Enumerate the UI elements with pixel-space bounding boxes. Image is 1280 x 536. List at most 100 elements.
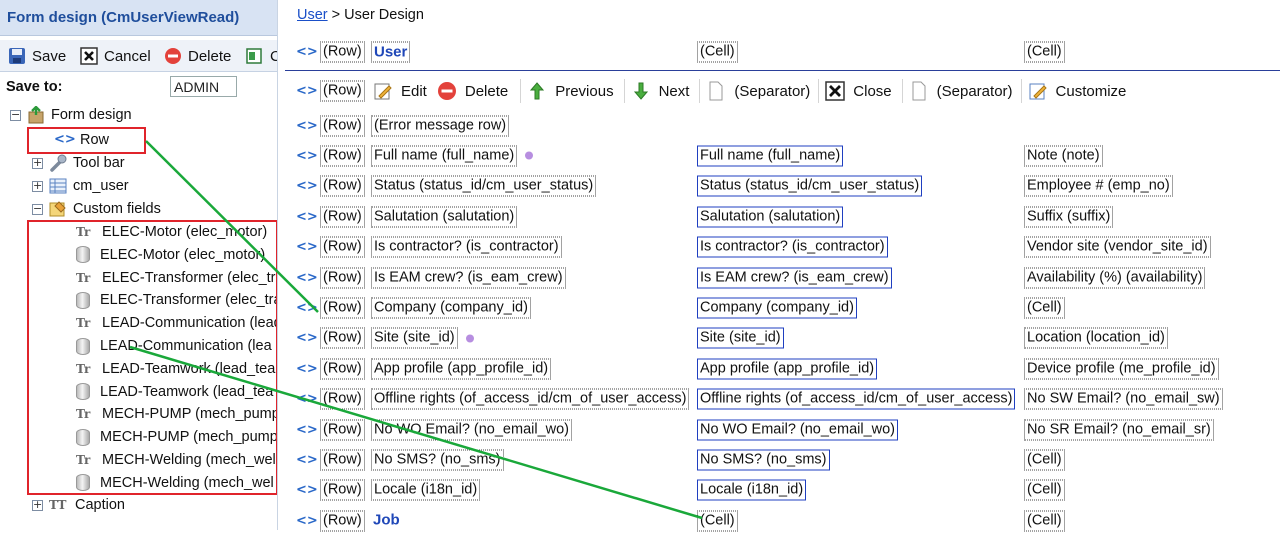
- code-brackets-icon[interactable]: <>: [296, 513, 318, 529]
- code-brackets-icon[interactable]: <>: [296, 330, 318, 346]
- breadcrumb-link-user[interactable]: User: [297, 7, 328, 23]
- field-cell-input[interactable]: Locale (i18n_id): [697, 479, 807, 501]
- design-row[interactable]: <>(Row) Site (site_id) Site (site_id) Locat…: [285, 323, 1280, 353]
- field-cell-third[interactable]: (Cell): [1024, 449, 1065, 471]
- collapse-icon[interactable]: −: [10, 107, 21, 121]
- row-tag[interactable]: (Row): [320, 419, 365, 441]
- field-cell-input[interactable]: App profile (app_profile_id): [697, 358, 878, 380]
- field-cell-label[interactable]: App profile (app_profile_id): [371, 358, 552, 380]
- field-cell-label[interactable]: Full name (full_name): [371, 145, 518, 167]
- row-tag[interactable]: (Row): [320, 327, 365, 349]
- field-cell-input[interactable]: Status (status_id/cm_user_status): [697, 175, 923, 197]
- code-brackets-icon[interactable]: <>: [296, 300, 318, 316]
- design-row[interactable]: <>(Row)Is EAM crew? (is_eam_crew)Is EAM …: [285, 263, 1280, 293]
- row-tag[interactable]: (Row): [320, 115, 365, 137]
- design-row-job[interactable]: <> (Row) Job (Cell) (Cell): [285, 506, 1280, 536]
- design-row[interactable]: <>(Row) Status (status_id/cm_user_status)…: [285, 171, 1280, 201]
- more-button[interactable]: C: [246, 44, 277, 68]
- tree-node-caption[interactable]: + TT Caption: [32, 494, 125, 516]
- tree-node-cm-user[interactable]: + cm_user: [32, 175, 129, 197]
- row-tag[interactable]: (Row): [320, 510, 365, 532]
- row-tag[interactable]: (Row): [320, 145, 365, 167]
- field-cell-input[interactable]: Site (site_id): [697, 327, 784, 349]
- code-brackets-icon[interactable]: <>: [296, 178, 318, 194]
- code-brackets-icon[interactable]: <>: [296, 118, 318, 134]
- code-brackets-icon[interactable]: <>: [296, 209, 318, 225]
- toolbar-next[interactable]: Next: [623, 79, 700, 103]
- field-cell-third[interactable]: Location (location_id): [1024, 327, 1168, 349]
- field-cell-third[interactable]: (Cell): [1024, 479, 1065, 501]
- field-cell-third[interactable]: Note (note): [1024, 145, 1103, 167]
- toolbar-edit[interactable]: Edit: [373, 79, 437, 103]
- field-cell-label[interactable]: Is contractor? (is_contractor): [371, 236, 562, 258]
- field-cell-label[interactable]: Site (site_id): [371, 327, 458, 349]
- field-cell-label[interactable]: Company (company_id): [371, 297, 531, 319]
- field-cell-label[interactable]: No WO Email? (no_email_wo): [371, 419, 573, 441]
- field-cell-third[interactable]: Employee # (emp_no): [1024, 175, 1173, 197]
- collapse-icon[interactable]: −: [32, 201, 43, 215]
- design-row[interactable]: <>(Row)Is contractor? (is_contractor)Is …: [285, 232, 1280, 262]
- design-row-header[interactable]: <> (Row) User (Cell) (Cell): [285, 37, 1280, 67]
- code-brackets-icon[interactable]: <>: [296, 270, 318, 286]
- cell-placeholder[interactable]: (Cell): [1024, 510, 1065, 532]
- row-tag[interactable]: (Row): [320, 479, 365, 501]
- toolbar-delete[interactable]: Delete: [437, 79, 520, 103]
- design-row[interactable]: <>(Row)Company (company_id)Company (comp…: [285, 293, 1280, 323]
- save-to-field[interactable]: [170, 76, 237, 97]
- field-cell-input[interactable]: Is EAM crew? (is_eam_crew): [697, 267, 892, 289]
- design-row-error-message[interactable]: <> (Row) (Error message row): [285, 111, 1280, 141]
- toolbar-customize[interactable]: Customize: [1020, 79, 1126, 103]
- field-cell-input[interactable]: Salutation (salutation): [697, 206, 844, 228]
- tree-node-form-design[interactable]: − Form design: [10, 104, 132, 126]
- row-tag[interactable]: (Row): [320, 80, 365, 102]
- expand-icon[interactable]: +: [32, 155, 43, 169]
- field-cell-label[interactable]: Offline rights (of_access_id/cm_of_user_…: [371, 388, 690, 410]
- row-tag[interactable]: (Row): [320, 449, 365, 471]
- field-cell-third[interactable]: No SR Email? (no_email_sr): [1024, 419, 1214, 441]
- cancel-button[interactable]: Cancel: [80, 44, 151, 68]
- code-brackets-icon[interactable]: <>: [296, 83, 318, 99]
- row-tag[interactable]: (Row): [320, 41, 365, 63]
- expand-icon[interactable]: +: [32, 497, 43, 511]
- save-button[interactable]: Save: [8, 44, 66, 68]
- field-cell-third[interactable]: Vendor site (vendor_site_id): [1024, 236, 1211, 258]
- design-row[interactable]: <>(Row) Salutation (salutation) Salutation…: [285, 202, 1280, 232]
- design-row-toolbar[interactable]: <> (Row) Edit Delete Previous Next (Sepa…: [285, 76, 1280, 106]
- row-tag[interactable]: (Row): [320, 236, 365, 258]
- row-tag[interactable]: (Row): [320, 358, 365, 380]
- design-row[interactable]: <>(Row)Full name (full_name)Full name (f…: [285, 141, 1280, 171]
- field-cell-label[interactable]: Is EAM crew? (is_eam_crew): [371, 267, 566, 289]
- toolbar-close[interactable]: Close: [818, 79, 901, 103]
- field-cell-third[interactable]: Device profile (me_profile_id): [1024, 358, 1219, 380]
- code-brackets-icon[interactable]: <>: [296, 452, 318, 468]
- field-cell-third[interactable]: No SW Email? (no_email_sw): [1024, 388, 1223, 410]
- code-brackets-icon[interactable]: <>: [296, 361, 318, 377]
- code-brackets-icon[interactable]: <>: [296, 44, 318, 60]
- field-cell-input[interactable]: Is contractor? (is_contractor): [697, 236, 888, 258]
- cell-placeholder[interactable]: (Cell): [697, 41, 738, 63]
- code-brackets-icon[interactable]: <>: [296, 422, 318, 438]
- tree-node-custom-fields[interactable]: − Custom fields: [32, 198, 161, 220]
- toolbar-separator[interactable]: (Separator): [901, 79, 1021, 103]
- field-cell-input[interactable]: Offline rights (of_access_id/cm_of_user_…: [697, 388, 1016, 410]
- section-title-user[interactable]: User: [371, 41, 411, 63]
- row-tag[interactable]: (Row): [320, 175, 365, 197]
- code-brackets-icon[interactable]: <>: [296, 391, 318, 407]
- code-brackets-icon[interactable]: <>: [296, 148, 318, 164]
- row-tag[interactable]: (Row): [320, 388, 365, 410]
- field-cell-input[interactable]: No SMS? (no_sms): [697, 449, 830, 471]
- error-message-cell[interactable]: (Error message row): [371, 115, 510, 137]
- field-cell-third[interactable]: Suffix (suffix): [1024, 206, 1114, 228]
- field-cell-label[interactable]: Status (status_id/cm_user_status): [371, 175, 597, 197]
- field-cell-label[interactable]: Locale (i18n_id): [371, 479, 481, 501]
- field-cell-label[interactable]: Salutation (salutation): [371, 206, 518, 228]
- design-row[interactable]: <>(Row) No SMS? (no_sms) No SMS? (no_sms) (…: [285, 445, 1280, 475]
- toolbar-previous[interactable]: Previous: [520, 79, 623, 103]
- row-tag[interactable]: (Row): [320, 206, 365, 228]
- cell-placeholder[interactable]: (Cell): [1024, 41, 1065, 63]
- tree-node-row[interactable]: <> Row: [54, 129, 109, 151]
- expand-icon[interactable]: +: [32, 178, 43, 192]
- field-cell-label[interactable]: No SMS? (no_sms): [371, 449, 504, 471]
- field-cell-input[interactable]: No WO Email? (no_email_wo): [697, 419, 899, 441]
